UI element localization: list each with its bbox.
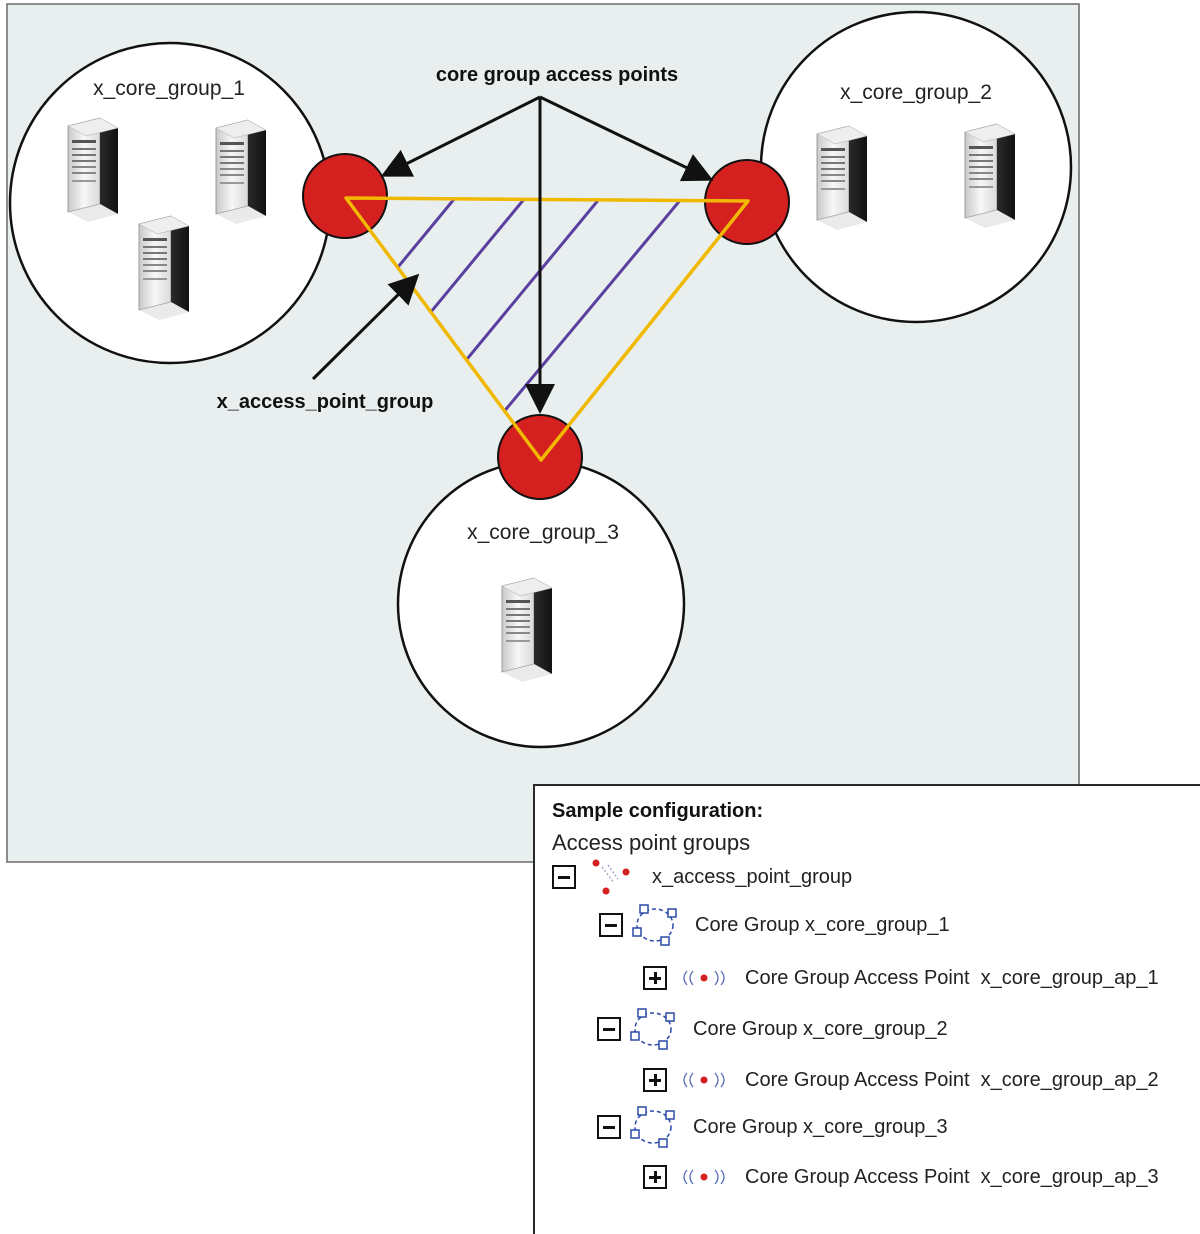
collapse-toggle[interactable] bbox=[597, 1017, 621, 1041]
server-icon bbox=[215, 119, 267, 225]
tree-label: Core Group Access Point x_core_group_ap_… bbox=[745, 1165, 1159, 1188]
access-point-group-label: x_access_point_group bbox=[217, 391, 434, 413]
access-point-1 bbox=[302, 153, 388, 239]
server-icon bbox=[501, 577, 553, 683]
core-group-3-label: x_core_group_3 bbox=[467, 521, 619, 544]
tree-row-access-point-2[interactable]: Core Group Access Point x_core_group_ap_… bbox=[643, 1065, 1159, 1095]
tree-row-core-group-3[interactable]: Core Group x_core_group_3 bbox=[597, 1106, 948, 1148]
server-icon bbox=[964, 123, 1016, 229]
tree-row-core-group-1[interactable]: Core Group x_core_group_1 bbox=[599, 904, 950, 946]
server-icon bbox=[67, 117, 119, 223]
access-point-group-icon bbox=[592, 859, 630, 895]
expand-toggle[interactable] bbox=[643, 1068, 667, 1092]
core-group-1-label: x_core_group_1 bbox=[93, 77, 245, 100]
tree-row-access-point-3[interactable]: Core Group Access Point x_core_group_ap_… bbox=[643, 1162, 1159, 1192]
access-points-label: core group access points bbox=[436, 64, 678, 86]
server-icon bbox=[816, 125, 868, 231]
tree-row-core-group-2[interactable]: Core Group x_core_group_2 bbox=[597, 1008, 948, 1050]
access-point-group-triangle bbox=[344, 196, 750, 462]
collapse-toggle[interactable] bbox=[552, 865, 576, 889]
collapse-toggle[interactable] bbox=[597, 1115, 621, 1139]
server-icon bbox=[138, 215, 190, 321]
tree-label: Core Group x_core_group_2 bbox=[693, 1017, 948, 1040]
tree-label: Core Group Access Point x_core_group_ap_… bbox=[745, 966, 1159, 989]
tree-row-access-point-group[interactable]: x_access_point_group bbox=[552, 859, 853, 895]
sample-configuration-panel: Sample configuration: Access point group… bbox=[533, 784, 1200, 1234]
tree-row-access-point-1[interactable]: Core Group Access Point x_core_group_ap_… bbox=[643, 963, 1159, 993]
tree-label: x_access_point_group bbox=[652, 865, 853, 888]
expand-toggle[interactable] bbox=[643, 966, 667, 990]
tree-label: Core Group x_core_group_3 bbox=[693, 1115, 948, 1138]
core-group-2-label: x_core_group_2 bbox=[840, 81, 992, 104]
core-group-icon bbox=[632, 904, 677, 946]
expand-toggle[interactable] bbox=[643, 1165, 667, 1189]
access-point-icon bbox=[683, 1169, 725, 1185]
core-group-icon bbox=[630, 1106, 675, 1148]
core-group-2-circle bbox=[759, 10, 1073, 324]
tree-label: Core Group x_core_group_1 bbox=[695, 913, 950, 936]
access-point-icon bbox=[683, 1072, 725, 1088]
pointer-arrows bbox=[311, 95, 714, 414]
panel-title: Sample configuration: bbox=[552, 800, 764, 822]
panel-subtitle: Access point groups bbox=[552, 830, 751, 855]
collapse-toggle[interactable] bbox=[599, 913, 623, 937]
core-group-icon bbox=[630, 1008, 675, 1050]
tree-label: Core Group Access Point x_core_group_ap_… bbox=[745, 1068, 1159, 1091]
access-point-icon bbox=[683, 970, 725, 986]
